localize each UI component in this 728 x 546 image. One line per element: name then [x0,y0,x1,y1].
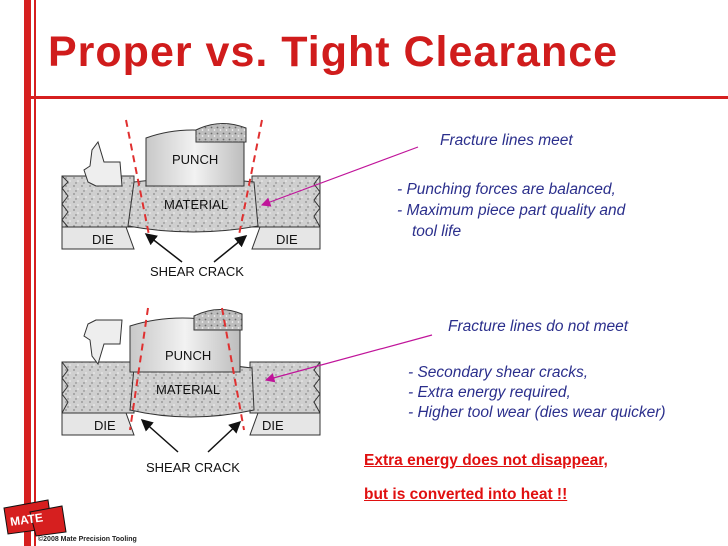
conclusion-line-2: but is converted into heat !! [364,486,568,503]
proper-bullet-3: tool life [412,223,462,240]
fracture-line-left [129,307,149,431]
tight-die-left-label: DIE [94,418,116,433]
proper-punch-label: PUNCH [172,152,218,167]
conclusion-line-1: Extra energy does not disappear, [364,452,608,469]
thumbs-up-icon [83,140,123,187]
proper-shear-crack-label: SHEAR CRACK [150,264,244,279]
tight-clearance-diagram [61,307,433,453]
tight-material-label: MATERIAL [156,382,220,397]
proper-die-right-label: DIE [276,232,298,247]
proper-heading: Fracture lines meet [440,132,573,149]
fracture-line-right [237,119,263,241]
proper-material-label: MATERIAL [164,197,228,212]
tight-die-right-label: DIE [262,418,284,433]
proper-clearance-diagram [61,119,419,263]
proper-bullet-1: - Punching forces are balanced, [397,181,616,198]
title-underline [24,96,728,99]
die-right-edge [251,226,321,250]
tight-bullet-2: - Extra energy required, [408,384,571,401]
tight-bullet-3: - Higher tool wear (dies wear quicker) [408,404,666,421]
die-left-edge [61,226,135,250]
copyright-notice: ©2008 Mate Precision Tooling [38,536,137,543]
mate-logo [3,499,67,537]
fracture-line-right [221,307,245,431]
left-accent-bar [24,0,31,546]
die-right-body [251,175,321,228]
tight-shear-crack-label: SHEAR CRACK [146,460,240,475]
thumbs-down-icon [83,319,123,366]
left-accent-line [34,0,36,546]
callout-arrow-tight [264,334,433,383]
proper-die-left-label: DIE [92,232,114,247]
proper-bullet-2: - Maximum piece part quality and [397,202,626,219]
slide-title: Proper vs. Tight Clearance [48,28,619,76]
tight-bullet-1: - Secondary shear cracks, [408,364,589,381]
fracture-line-left [125,119,151,241]
callout-arrow-proper [260,146,419,207]
mate-logo-text: MATE [9,510,44,528]
die-left-body [61,361,135,414]
tight-heading: Fracture lines do not meet [448,318,629,335]
tight-punch-label: PUNCH [165,348,211,363]
die-right-body [249,361,321,414]
